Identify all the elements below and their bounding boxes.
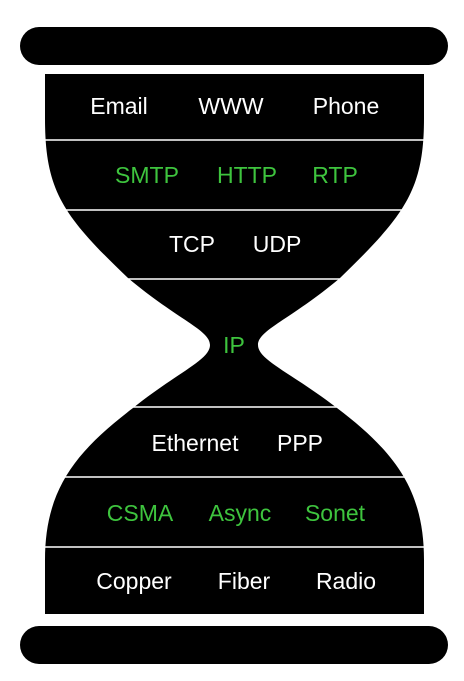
hourglass-body [45, 74, 424, 614]
label-tcp: TCP [169, 231, 215, 257]
label-ppp: PPP [277, 430, 323, 456]
bottom-cap [20, 626, 448, 664]
layer-access: CSMA Async Sonet [107, 500, 366, 526]
layer-app-protocols: SMTP HTTP RTP [115, 162, 358, 188]
label-ip: IP [223, 332, 245, 358]
label-sonet: Sonet [305, 500, 366, 526]
label-fiber: Fiber [218, 568, 271, 594]
label-email: Email [90, 93, 148, 119]
label-copper: Copper [96, 568, 172, 594]
label-rtp: RTP [312, 162, 358, 188]
label-smtp: SMTP [115, 162, 179, 188]
label-radio: Radio [316, 568, 376, 594]
label-phone: Phone [313, 93, 380, 119]
label-ethernet: Ethernet [152, 430, 240, 456]
layer-dividers [45, 139, 424, 548]
label-csma: CSMA [107, 500, 174, 526]
label-udp: UDP [253, 231, 302, 257]
label-www: WWW [198, 93, 263, 119]
top-cap [20, 27, 448, 65]
layer-link: Ethernet PPP [152, 430, 323, 456]
layer-transport: TCP UDP [169, 231, 301, 257]
layer-physical: Copper Fiber Radio [96, 568, 376, 594]
label-http: HTTP [217, 162, 277, 188]
layer-applications: Email WWW Phone [90, 93, 379, 119]
label-async: Async [209, 500, 272, 526]
layer-network: IP [223, 332, 245, 358]
